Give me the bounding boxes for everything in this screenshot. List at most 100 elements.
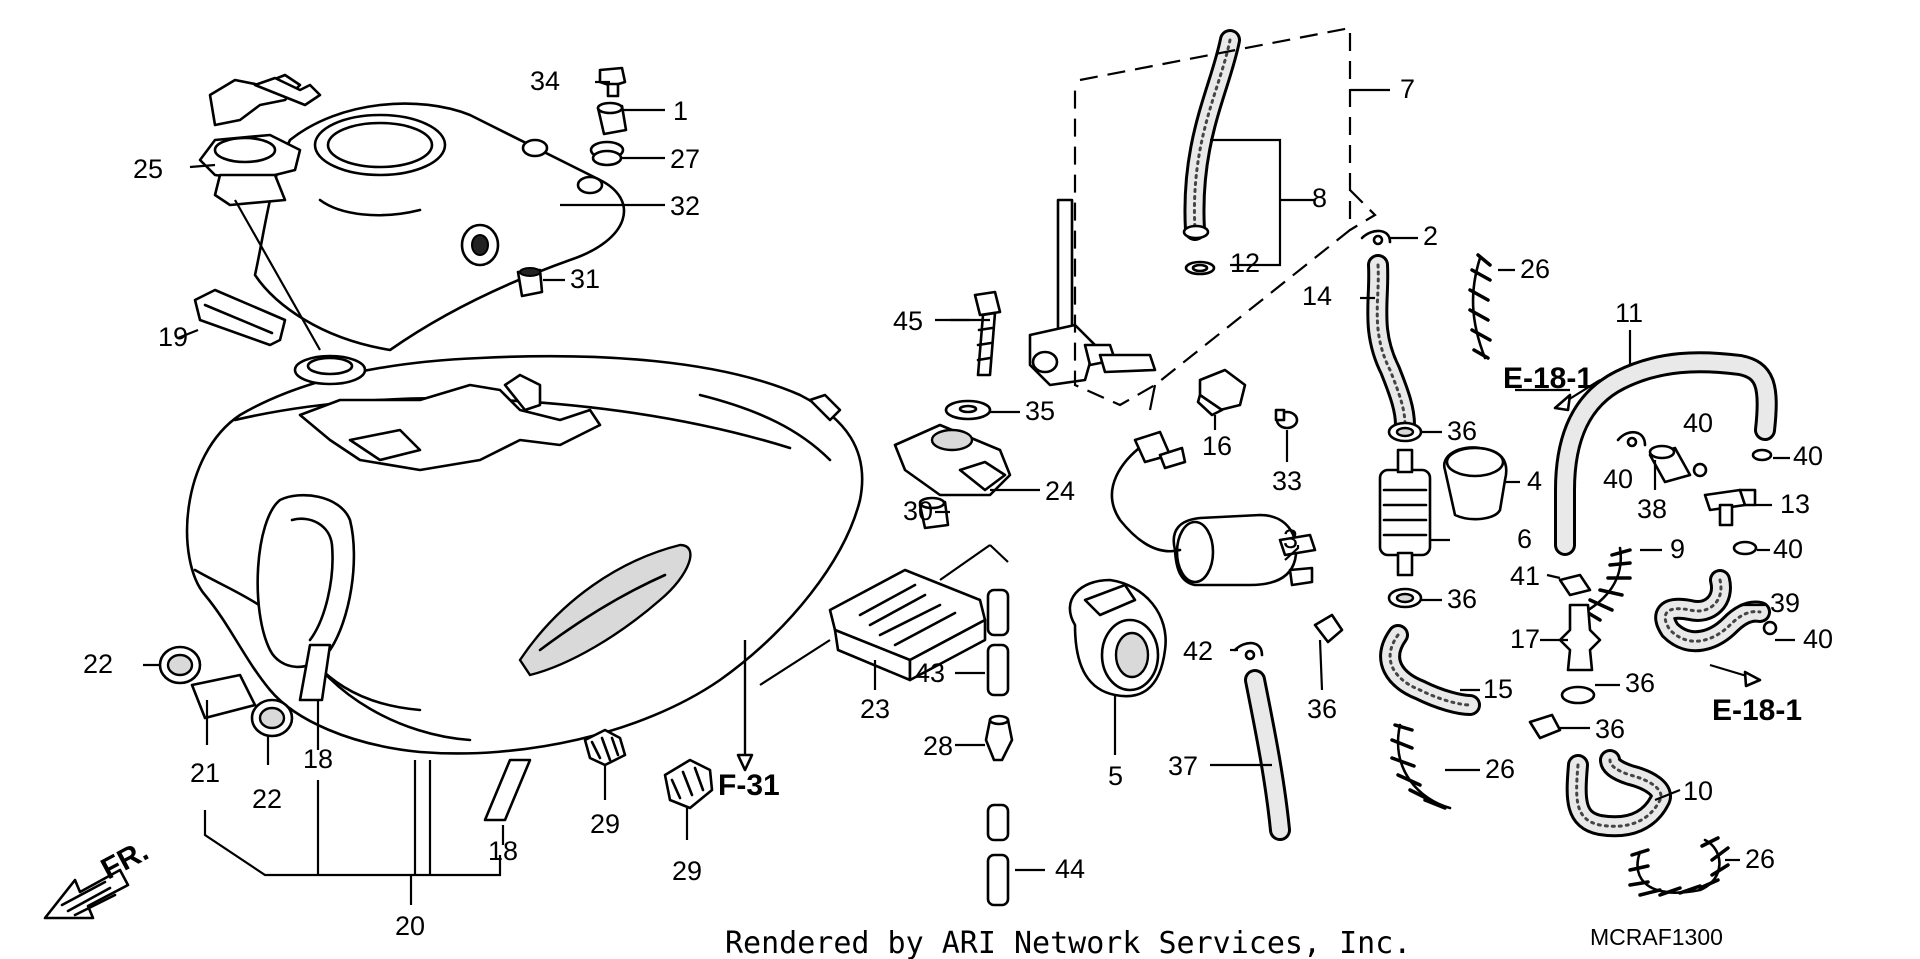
clip-40-d[interactable]: [1732, 540, 1758, 556]
collar-1[interactable]: [596, 101, 628, 136]
hose-37[interactable]: [1244, 669, 1291, 841]
label-5: 5: [1108, 761, 1123, 791]
label-19: 19: [158, 322, 188, 352]
label-21[interactable]: [190, 673, 257, 720]
clamp-16[interactable]: [1196, 368, 1247, 417]
label-40-a: 40: [1683, 408, 1713, 438]
fuel-cap-with-keys[interactable]: [198, 73, 322, 207]
fuel-hose-14[interactable]: [1366, 254, 1416, 436]
breather-hose-11[interactable]: [1554, 351, 1778, 556]
hose-15[interactable]: [1379, 624, 1481, 716]
tube-38[interactable]: [1648, 444, 1692, 484]
label-40-c: 40: [1793, 441, 1823, 471]
clip-40-b[interactable]: [1692, 462, 1708, 478]
label-18: 18: [488, 836, 518, 866]
mount-bracket-24[interactable]: [893, 423, 1012, 497]
grommet-31[interactable]: [516, 267, 544, 298]
label-27: 27: [670, 144, 700, 174]
ref-e-18-1-bottom[interactable]: E-18-1: [1712, 694, 1802, 727]
label-37: 37: [1168, 751, 1198, 781]
clip-41[interactable]: [1558, 573, 1592, 597]
label-36-pump: 36: [1307, 694, 1337, 724]
grommet-29-upper[interactable]: [583, 728, 627, 767]
clamp-36-mid[interactable]: [1387, 587, 1423, 609]
label-21: 21: [190, 758, 220, 788]
label-34: 34: [530, 66, 560, 96]
spring-26-upper[interactable]: [1468, 253, 1492, 360]
tank-cover[interactable]: [253, 102, 626, 352]
hose-39[interactable]: [1654, 569, 1771, 653]
label-24: 24: [1045, 476, 1075, 506]
bolt-45[interactable]: [973, 290, 1002, 377]
label-3: 3: [1283, 524, 1298, 554]
filter-holder-4[interactable]: [1442, 446, 1508, 521]
label-44: 44: [1055, 854, 1085, 884]
label-26-upper: 26: [1520, 254, 1550, 284]
sleeve-43-upper[interactable]: [986, 588, 1010, 637]
hose-10[interactable]: [1565, 749, 1672, 838]
label-18-upper: 18: [303, 744, 333, 774]
clip-40-a[interactable]: [1616, 431, 1647, 448]
nut-22[interactable]: [250, 698, 294, 738]
collar-30[interactable]: [918, 496, 950, 530]
label-7: 7: [1400, 74, 1415, 104]
label-40-b: 40: [1603, 464, 1633, 494]
sleeve-44-upper[interactable]: [986, 803, 1010, 842]
clamp-36-right-a[interactable]: [1560, 685, 1596, 705]
clip-40-c[interactable]: [1751, 448, 1773, 462]
label-17: 17: [1510, 624, 1540, 654]
fuel-filter-6[interactable]: [1378, 448, 1432, 577]
rubber-pad-19[interactable]: [193, 288, 287, 347]
pump-mount-5[interactable]: [1068, 578, 1167, 698]
strip-18[interactable]: [483, 758, 532, 822]
fuel-valve-assembly[interactable]: [1028, 198, 1157, 387]
spring-26-lower[interactable]: [1628, 836, 1730, 897]
label-35: 35: [1025, 396, 1055, 426]
ref-e-18-1-top[interactable]: E-18-1: [1503, 362, 1593, 395]
label-23: 23: [860, 694, 890, 724]
nut-22-upper[interactable]: [158, 645, 202, 685]
sleeve-43[interactable]: [986, 643, 1010, 697]
label-30: 30: [903, 496, 933, 526]
hose-9[interactable]: [1578, 546, 1632, 622]
clip-2[interactable]: [1360, 229, 1392, 246]
label-14: 14: [1302, 281, 1332, 311]
grommet-27[interactable]: [589, 140, 625, 167]
fuel-tank[interactable]: [185, 354, 864, 755]
label-38: 38: [1637, 494, 1667, 524]
label-22-upper: 22: [83, 649, 113, 679]
clip-42[interactable]: [1233, 641, 1264, 661]
washer-35[interactable]: [944, 399, 992, 421]
leader-lines: [143, 80, 1795, 905]
label-40-e: 40: [1803, 624, 1833, 654]
valve-28[interactable]: [984, 714, 1014, 762]
credit-text: Rendered by ARI Network Services, Inc.: [725, 926, 1411, 959]
clamp-36-right-b[interactable]: [1528, 713, 1562, 740]
label-26-mid: 26: [1485, 754, 1515, 784]
label-15: 15: [1483, 674, 1513, 704]
clamp-36-upper[interactable]: [1387, 421, 1423, 443]
grommet-29[interactable]: [663, 758, 714, 810]
fuel-pump-3[interactable]: [1110, 430, 1317, 587]
label-31: 31: [570, 264, 600, 294]
t-joint-13[interactable]: [1703, 488, 1757, 527]
o-ring-12[interactable]: [1184, 260, 1216, 276]
strip-18-upper[interactable]: [298, 643, 332, 702]
control-module-23[interactable]: [828, 568, 987, 682]
label-36-right-b: 36: [1595, 714, 1625, 744]
strainer-8[interactable]: [1182, 29, 1241, 241]
label-8: 8: [1312, 183, 1327, 213]
clip-40-e[interactable]: [1762, 620, 1778, 636]
label-9: 9: [1670, 534, 1685, 564]
label-22: 22: [252, 784, 282, 814]
label-13: 13: [1780, 489, 1810, 519]
screw-33[interactable]: [1274, 408, 1299, 430]
label-41: 41: [1510, 561, 1540, 591]
spring-26-mid[interactable]: [1390, 723, 1452, 810]
sleeve-44[interactable]: [986, 853, 1010, 907]
label-29-upper: 29: [590, 809, 620, 839]
joint-17[interactable]: [1558, 603, 1602, 672]
ref-f-31[interactable]: F-31: [718, 769, 780, 802]
clamp-36-pump[interactable]: [1313, 613, 1344, 644]
